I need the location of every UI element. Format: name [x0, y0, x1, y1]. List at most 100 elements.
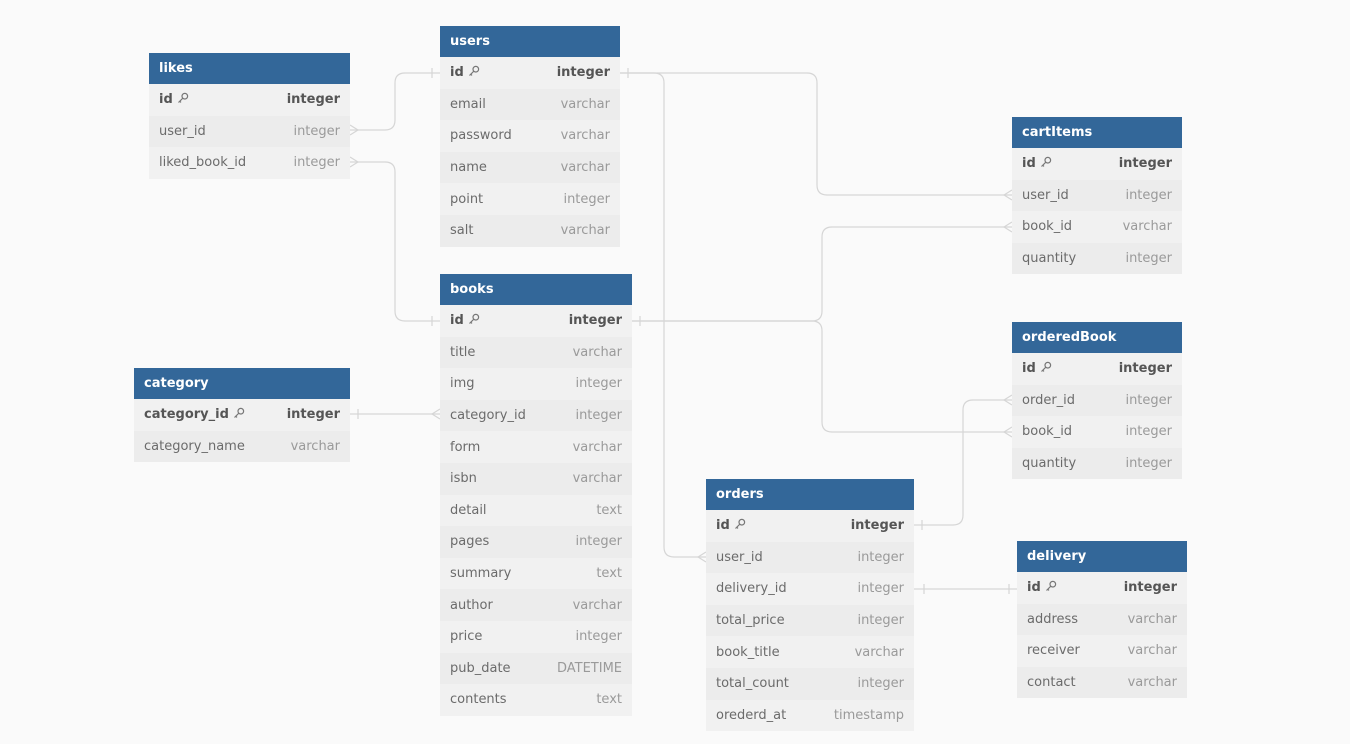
column-name-text: delivery_id — [716, 581, 787, 597]
table-row[interactable]: id integer — [706, 510, 914, 542]
column-type: integer — [563, 191, 610, 207]
table-header[interactable]: cartItems — [1012, 117, 1182, 148]
key-icon — [1036, 361, 1052, 376]
table-header[interactable]: users — [440, 26, 620, 57]
column-type: varchar — [1127, 675, 1177, 691]
table-row[interactable]: receiver varchar — [1017, 635, 1187, 667]
column-name: title — [450, 345, 475, 360]
column-name-text: total_price — [716, 613, 785, 629]
table-header[interactable]: delivery — [1017, 541, 1187, 572]
column-name-text: id — [1027, 580, 1041, 596]
many-marker — [1002, 189, 1013, 201]
relation-likes-books — [350, 161, 440, 322]
column-type: integer — [857, 581, 904, 597]
table-header[interactable]: orderedBook — [1012, 322, 1182, 353]
table-header[interactable]: books — [440, 274, 632, 305]
key-icon — [229, 407, 245, 422]
column-type: varchar — [854, 644, 904, 660]
table-header[interactable]: likes — [149, 53, 350, 84]
table-header[interactable]: category — [134, 368, 350, 399]
column-name-text: pub_date — [450, 660, 511, 676]
relation-cartitems-users — [620, 72, 1012, 196]
column-name: book_id — [1022, 424, 1072, 439]
table-row[interactable]: id integer — [1017, 572, 1187, 604]
column-type: varchar — [1127, 643, 1177, 659]
column-type: integer — [1123, 580, 1177, 596]
table-row[interactable]: book_title varchar — [706, 636, 914, 668]
column-name-text: id — [159, 92, 173, 108]
column-name-text: category_id — [450, 408, 526, 424]
column-name: orederd_at — [716, 708, 786, 723]
table-row[interactable]: orederd_at timestamp — [706, 700, 914, 732]
table-row[interactable]: delivery_id integer — [706, 573, 914, 605]
relation-orderedbook-books — [632, 320, 1012, 433]
column-name-text: img — [450, 376, 475, 392]
key-icon — [1036, 156, 1052, 171]
column-name: isbn — [450, 471, 477, 486]
column-type: integer — [568, 313, 622, 329]
column-type: integer — [850, 518, 904, 534]
table-header[interactable]: orders — [706, 479, 914, 510]
column-name: salt — [450, 223, 473, 238]
column-name: id — [716, 518, 746, 533]
column-name: id — [1022, 156, 1052, 171]
column-name-text: id — [1022, 156, 1036, 172]
column-name: quantity — [1022, 456, 1076, 471]
column-name: receiver — [1027, 643, 1080, 658]
column-type: integer — [575, 534, 622, 550]
column-name: order_id — [1022, 393, 1075, 408]
column-name: book_title — [716, 645, 780, 660]
column-type: timestamp — [833, 707, 904, 723]
column-type: integer — [857, 676, 904, 692]
column-type: text — [596, 692, 622, 708]
